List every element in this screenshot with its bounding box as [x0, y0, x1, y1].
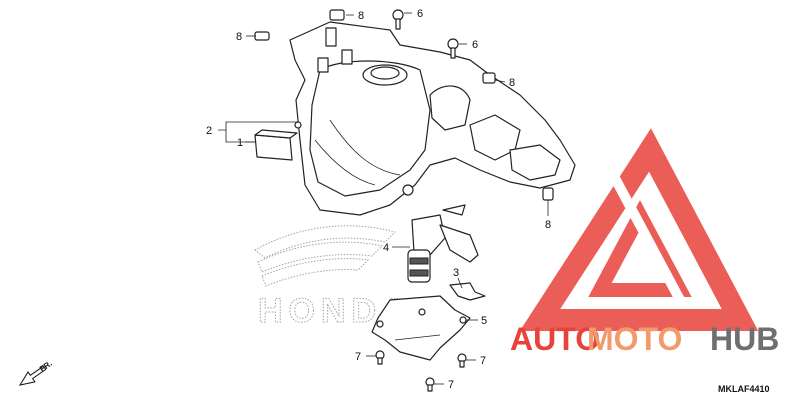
callout-5: 5: [481, 315, 487, 327]
watermark-triangle-icon: [519, 128, 759, 331]
clip-8c-icon: [482, 72, 496, 84]
bolt-6b-icon: [447, 38, 459, 59]
small-bracket-part: [449, 282, 486, 301]
callout-7-left: 7: [355, 351, 361, 363]
callout-8-bottom: 8: [545, 219, 551, 231]
clip-8a-icon: [254, 31, 270, 41]
key-cylinder-part: [407, 204, 479, 283]
clip-8b-icon: [329, 9, 345, 21]
bolt-7a-icon: [375, 350, 385, 365]
inner-cover-part: [289, 21, 576, 216]
callout-1: 1: [237, 137, 243, 149]
watermark-brand-hub: HUB: [710, 321, 779, 357]
callout-3: 3: [453, 267, 459, 279]
clip-8d-icon: [542, 187, 554, 201]
bolt-7b-icon: [457, 353, 467, 368]
leader-lines: [218, 12, 549, 385]
callout-2: 2: [206, 125, 212, 137]
callout-7-bottom: 7: [448, 379, 454, 391]
bolt-6a-icon: [392, 9, 404, 30]
callout-8-left: 8: [236, 31, 242, 43]
callout-7-right: 7: [480, 355, 486, 367]
watermark-brand-auto: AUTO: [510, 321, 600, 357]
callout-4: 4: [383, 242, 389, 254]
mount-bracket-part: [371, 295, 471, 361]
watermark-brand-moto: MOTO: [587, 321, 682, 357]
front-direction-arrow-icon: [18, 365, 47, 386]
diagram-code: MKLAF4410: [718, 384, 770, 394]
bolt-7c-icon: [425, 377, 435, 392]
callout-6-right: 6: [472, 39, 478, 51]
callout-8-right: 8: [509, 77, 515, 89]
callout-6-top: 6: [417, 8, 423, 20]
foam-strip-part: [254, 129, 298, 161]
callout-8-top: 8: [358, 10, 364, 22]
